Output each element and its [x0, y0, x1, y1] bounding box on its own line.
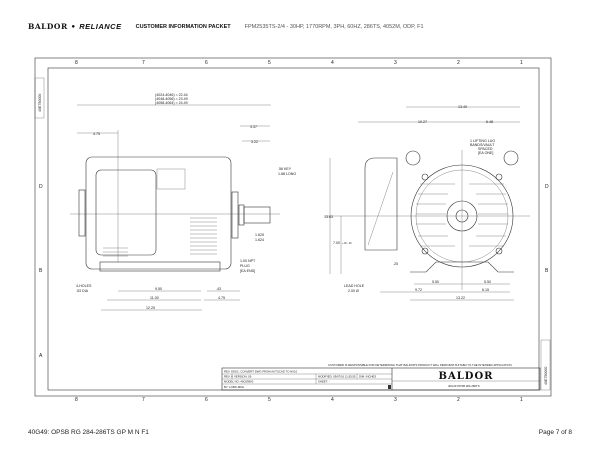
side-view-dimensions: (4024-4046) = 22.44 (4048-4056) = 23.49 … — [76, 93, 296, 310]
brand-separator: • — [70, 22, 77, 31]
inner-border — [47, 67, 540, 391]
side-tag-right: 40E750000 — [544, 367, 548, 385]
col-label: 1 — [520, 397, 523, 403]
row-label: B — [39, 268, 43, 274]
dim-text: 6.48 — [486, 120, 493, 124]
row-labels: D B A D B — [39, 184, 549, 359]
dim-text: 3.22 — [251, 140, 258, 144]
column-labels-top: 8 7 6 5 4 3 2 1 — [75, 60, 523, 66]
dim-text: (4048-4056) = 23.49 — [155, 97, 188, 101]
dim-text: 1.624 — [255, 238, 264, 242]
version: VERSION: 09 — [234, 375, 252, 379]
dim-text: 7.00 — [333, 241, 340, 245]
col-label: 6 — [205, 60, 208, 66]
motor-side-view — [70, 130, 280, 272]
dim-text: .43 — [216, 287, 221, 291]
end-view-dimensions: 13.40 10.27 6.48 1 LIFTING LUG BANDS/VAU… — [324, 105, 495, 300]
model-description: FPM2535TS-2/4 - 30HP, 1770RPM, 3PH, 60HZ… — [244, 23, 424, 30]
col-label: 5 — [268, 60, 271, 66]
side-view-dimension-lines — [77, 104, 271, 311]
document-id: 40G49: OPSB RG 284-286TS GP M N F1 — [28, 429, 149, 436]
row-label: D — [545, 184, 549, 190]
col-label: 8 — [75, 397, 78, 403]
page-number: Page 7 of 8 — [538, 429, 572, 436]
motor-end-view — [325, 150, 530, 290]
side-tag-box-right — [540, 339, 551, 391]
dim-text: 3.37 — [250, 125, 257, 129]
page-header: BALDOR • RELIANCE CUSTOMER INFORMATION P… — [28, 22, 424, 31]
dim-text: 2.00 Ø — [348, 289, 359, 293]
drawn-by: BY: LOBO-MKH — [224, 385, 244, 389]
model-number: MODEL NO: 40C69900 — [224, 380, 254, 384]
col-label: 1 — [520, 60, 523, 66]
dim-text: 1.88 LONG — [278, 172, 296, 176]
dim-text: 10.27 — [418, 120, 427, 124]
baldor-reliance-logo: BALDOR • RELIANCE — [28, 22, 122, 31]
liability-notice: CUSTOMER IS RESPONSIBLE FOR DETERMINING … — [328, 363, 512, 367]
dim-text: BANDS/VAULT — [470, 143, 495, 147]
col-label: 2 — [457, 60, 460, 66]
dim-text: 11.00 — [150, 296, 159, 300]
dim-text: 1 LIFTING LUG — [470, 139, 495, 143]
dim-text: 5.50 — [484, 280, 491, 284]
dim-text: .25 — [393, 262, 398, 266]
dim-text: 1.625 — [255, 233, 264, 237]
row-label: A — [39, 353, 43, 359]
dim-text: 4-HOLES — [76, 284, 92, 288]
col-label: 8 — [75, 60, 78, 66]
col-label: 4 — [331, 60, 334, 66]
dim-text: [EA END] — [240, 269, 255, 273]
packet-title: CUSTOMER INFORMATION PACKET — [135, 23, 231, 30]
baldor-logo: BALDOR — [439, 371, 494, 382]
col-label: 3 — [394, 397, 397, 403]
dim-text: 4.75 — [218, 296, 225, 300]
col-label: 7 — [142, 60, 145, 66]
brand-baldor: BALDOR — [28, 22, 68, 31]
dim-text: 9.72 — [415, 288, 422, 292]
dim-text: LEAD HOLE — [344, 284, 365, 288]
drawing-border — [34, 57, 552, 397]
dim-text: 4.75 — [93, 132, 100, 136]
modified-date: MODIFIED: 09/07/16 11:55:55 — [318, 375, 356, 379]
col-label: 4 — [331, 397, 334, 403]
end-view-dimension-lines — [329, 106, 520, 301]
dim-text: (4024-4046) = 22.44 — [155, 93, 188, 97]
dimension-units: DIM: INCHES — [359, 375, 376, 379]
dim-text: 9.50 — [155, 287, 162, 291]
dim-text: 5.50 — [432, 280, 439, 284]
dim-text: (4058-4064) = 24.49 — [155, 101, 188, 105]
row-label: D — [39, 184, 43, 190]
dim-text: .53 DIA — [76, 289, 89, 293]
row-label: B — [545, 268, 549, 274]
dim-text: 13.22 — [456, 296, 465, 300]
rev-description: REV. DESC: CONVERT DWG FROM AUTOCAD TO N… — [224, 370, 298, 374]
side-tag-box — [34, 77, 45, 119]
dim-text: 12.25 — [146, 306, 155, 310]
drawing-description: 40G49 OPSB 284-286TS — [448, 384, 480, 388]
col-label: 3 — [394, 60, 397, 66]
revision: REV: 6 — [224, 375, 233, 379]
dim-text: 1.00 NPT — [240, 259, 256, 263]
col-label: 5 — [268, 397, 271, 403]
sheet: SHEET: - — [318, 380, 330, 384]
dim-text: [EA ONE] — [478, 151, 493, 155]
dim-text: .56 KEY — [278, 167, 292, 171]
side-tag: 40E750000 — [38, 94, 42, 112]
dim-text: +.00 -.03 — [342, 242, 352, 245]
column-labels-bottom: 8 7 6 5 4 3 2 1 — [75, 397, 523, 403]
dim-text: 13.40 — [458, 105, 467, 109]
brand-reliance: RELIANCE — [79, 22, 122, 31]
col-label: 7 — [142, 397, 145, 403]
dim-text: 13.63 — [324, 215, 333, 219]
col-label: 6 — [205, 397, 208, 403]
title-block: CUSTOMER IS RESPONSIBLE FOR DETERMINING … — [221, 363, 541, 391]
dim-text: PLUG — [240, 264, 250, 268]
dim-text: SPACED — [478, 147, 493, 151]
dim-text: 6.15 — [482, 288, 489, 292]
col-label: 2 — [457, 397, 460, 403]
